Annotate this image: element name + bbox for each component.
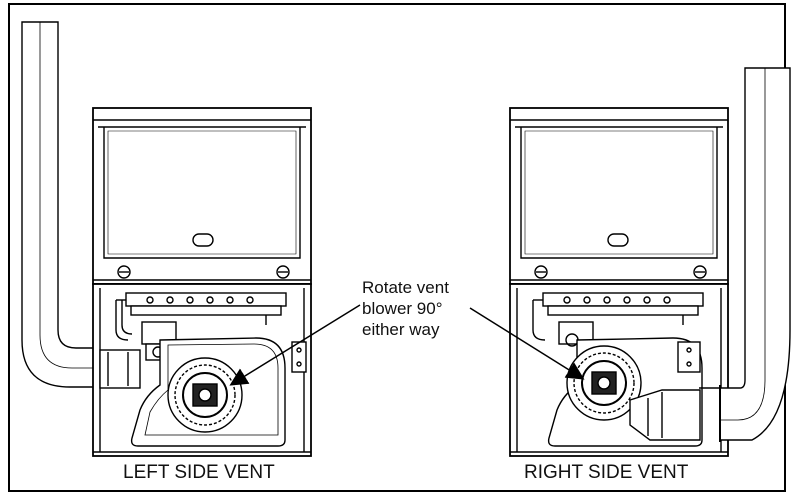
rotate-callout: Rotate vent blower 90° either way bbox=[362, 277, 449, 340]
right-side-vent-caption: RIGHT SIDE VENT bbox=[524, 462, 689, 483]
vent-pipe-left bbox=[21, 21, 101, 389]
callout-line-3: either way bbox=[362, 320, 440, 339]
arrow-left bbox=[229, 304, 361, 386]
callout-line-2: blower 90° bbox=[362, 299, 443, 318]
furnace-right-illustration bbox=[509, 107, 729, 457]
left-side-vent-caption: LEFT SIDE VENT bbox=[123, 462, 275, 483]
callout-line-1: Rotate vent bbox=[362, 278, 449, 297]
furnace-left-illustration bbox=[92, 107, 312, 457]
arrow-right bbox=[469, 307, 585, 380]
vent-pipe-right bbox=[699, 67, 791, 442]
